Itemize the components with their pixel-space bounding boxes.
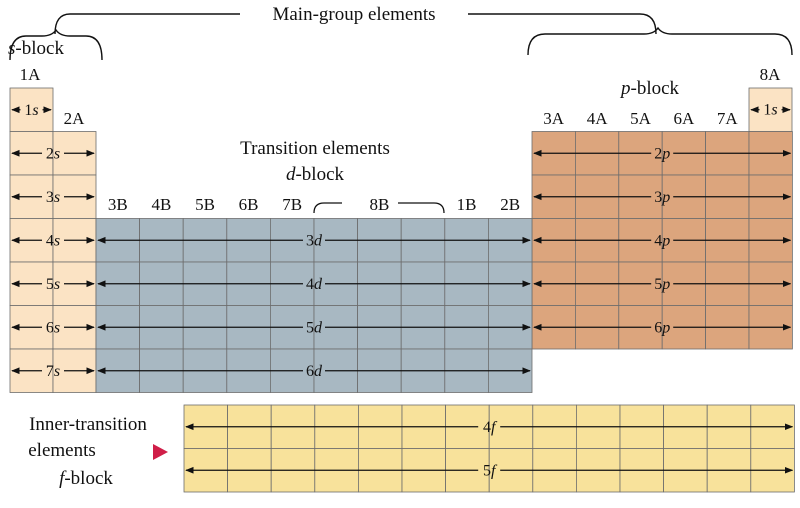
- orbital-label: 5p: [654, 276, 670, 293]
- orbital-label: 7s: [46, 363, 60, 380]
- s-orbital-arrow: 7s: [11, 363, 95, 380]
- d-orbital-arrow: 6d: [97, 363, 531, 380]
- group-label-1b: 1B: [457, 195, 477, 214]
- f-orbital-arrow: 4f: [185, 419, 794, 436]
- group-8b-bracket: [313, 202, 445, 214]
- orbital-label: 2p: [654, 145, 670, 162]
- orbital-label: 5s: [46, 276, 60, 293]
- d-orbital-arrow: 5d: [97, 319, 531, 336]
- group-labels: 1A 2A 3A 4A 5A 6A 7A 8A 3B 4B 5B 6B 7B 8B 1B 2B: [20, 65, 782, 214]
- orbital-label: 5f: [483, 462, 498, 479]
- f-orbital-arrow: 5f: [185, 462, 794, 479]
- s-orbital-arrow: 1s: [750, 102, 791, 119]
- p-orbital-arrow: 3p: [533, 189, 792, 206]
- orbital-label: 4f: [483, 419, 498, 436]
- orbital-label: 4s: [46, 232, 60, 249]
- orbital-arrows: 1s 2s 3s 4s 5s 6s 7s 1s 2p 3p 4p 5p 6p 3d 4d 5d 6d 4f 5f: [11, 102, 794, 479]
- inner-transition-elements-label: elements: [28, 440, 96, 461]
- p-block-label: p-block: [619, 78, 680, 99]
- orbital-label: 3p: [654, 189, 670, 206]
- group-label-8a: 8A: [760, 65, 782, 84]
- s-orbital-arrow: 4s: [11, 232, 95, 249]
- orbital-label: 5d: [306, 319, 323, 336]
- group-label-4a: 4A: [587, 109, 609, 128]
- group-label-1a: 1A: [20, 65, 42, 84]
- group-label-2b: 2B: [500, 195, 520, 214]
- orbital-label: 1s: [24, 102, 38, 119]
- p-orbital-arrow: 6p: [533, 319, 792, 336]
- p-orbital-arrow: 4p: [533, 232, 792, 249]
- s-block-brace: s-block: [8, 28, 103, 61]
- group-label-3a: 3A: [543, 109, 565, 128]
- orbital-label: 1s: [763, 102, 777, 119]
- p-orbital-arrow: 2p: [533, 145, 792, 162]
- group-label-5a: 5A: [630, 109, 652, 128]
- orbital-label: 2s: [46, 145, 60, 162]
- inner-transition-label: Inner-transition: [29, 414, 147, 435]
- orbital-label: 6p: [654, 319, 670, 336]
- orbital-label: 4d: [306, 276, 323, 293]
- main-group-label: Main-group elements: [272, 4, 435, 25]
- d-orbital-arrow: 4d: [97, 276, 531, 293]
- orbital-label: 4p: [654, 232, 670, 249]
- s-orbital-arrow: 3s: [11, 189, 95, 206]
- s-orbital-arrow: 2s: [11, 145, 95, 162]
- orbital-label: 6d: [306, 363, 323, 380]
- triangle-right-icon: [153, 444, 168, 460]
- group-label-8b: 8B: [369, 195, 389, 214]
- group-label-3b: 3B: [108, 195, 128, 214]
- orbital-label: 3d: [306, 232, 323, 249]
- transition-elements-title: Transition elements: [240, 138, 390, 159]
- group-label-4b: 4B: [151, 195, 171, 214]
- group-label-2a: 2A: [64, 109, 86, 128]
- group-label-7a: 7A: [717, 109, 739, 128]
- s-orbital-arrow: 5s: [11, 276, 95, 293]
- p-orbital-arrow: 5p: [533, 276, 792, 293]
- s-orbital-arrow: 6s: [11, 319, 95, 336]
- f-block-label: f-block: [59, 468, 113, 489]
- orbital-label: 3s: [46, 189, 60, 206]
- group-label-7b: 7B: [282, 195, 302, 214]
- d-block-label: d-block: [286, 164, 345, 185]
- group-label-5b: 5B: [195, 195, 215, 214]
- group-label-6b: 6B: [239, 195, 259, 214]
- p-block-brace: p-block: [527, 26, 793, 99]
- orbital-label: 6s: [46, 319, 60, 336]
- s-block-label: s-block: [8, 38, 64, 59]
- s-orbital-arrow: 1s: [11, 102, 52, 119]
- main-group-brace: Main-group elements: [54, 4, 657, 35]
- d-orbital-arrow: 3d: [97, 232, 531, 249]
- group-label-6a: 6A: [674, 109, 696, 128]
